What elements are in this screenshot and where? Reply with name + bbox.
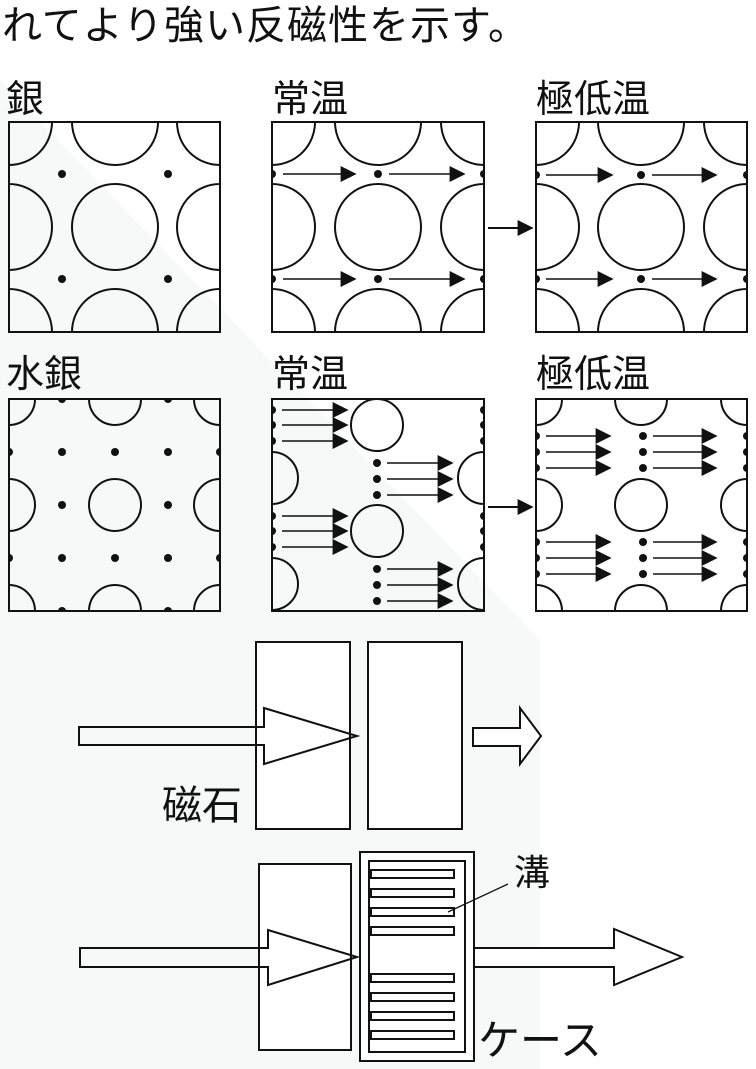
groove-slots — [370, 869, 455, 1040]
magnet-field-arrow-2 — [79, 928, 361, 987]
magnet-copper-device — [78, 641, 543, 830]
label-mercury: 水銀 — [6, 352, 83, 396]
label-mercury-cryogenic: 極低温 — [536, 352, 651, 396]
silver-cryogenic-panel — [535, 121, 748, 333]
label-mercury-room-temp: 常温 — [272, 352, 349, 396]
case-output-arrow — [473, 927, 685, 987]
magnet-case-device — [79, 851, 685, 1062]
silver-room-temp-panel — [271, 121, 485, 333]
mercury-room-temp-panel — [271, 398, 485, 612]
label-groove: 溝 — [514, 853, 551, 894]
label-case: ケース — [478, 1016, 602, 1065]
magnet-block — [255, 641, 351, 830]
copper-output-arrow — [472, 705, 543, 767]
copper-block — [367, 641, 463, 830]
groove-leader-line — [447, 883, 509, 913]
magnet-field-arrow — [78, 706, 361, 766]
magnet-block-2 — [258, 863, 352, 1051]
label-silver: 銀 — [6, 77, 45, 121]
mercury-cryogenic-panel — [535, 398, 748, 612]
label-magnet: 磁石 — [162, 783, 242, 829]
label-silver-room-temp: 常温 — [272, 77, 349, 121]
silver-lattice-panel — [8, 121, 221, 333]
heading-text: れてより強い反磁性を示す。 — [2, 3, 529, 49]
mercury-lattice-panel — [8, 398, 221, 612]
label-silver-cryogenic: 極低温 — [536, 77, 651, 121]
